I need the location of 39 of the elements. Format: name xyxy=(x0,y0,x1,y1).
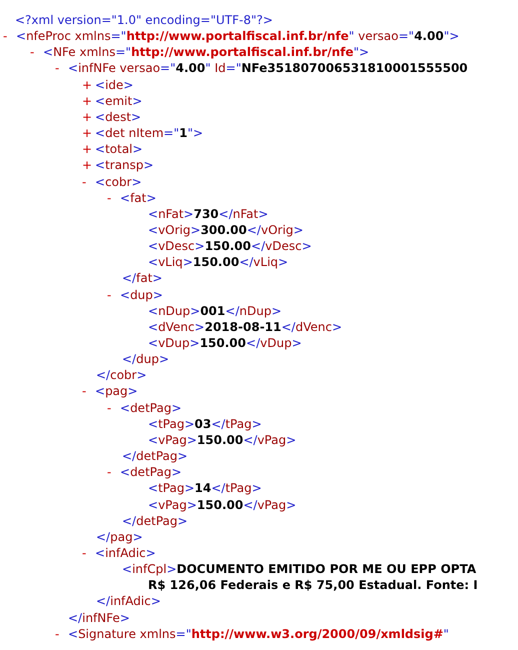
xml-line: - <fat> xyxy=(107,190,156,206)
xml-line: + <transp> xyxy=(82,158,154,174)
xml-line: <vPag>150.00</vPag> xyxy=(148,498,296,512)
xml-line: - <pag> xyxy=(82,384,138,400)
xml-line: - <detPag> xyxy=(107,465,182,480)
xml-line: </dup> xyxy=(122,352,170,368)
xml-line: - <detPag> xyxy=(107,400,182,416)
xml-line: + <emit> xyxy=(82,94,142,109)
xml-line: </cobr> xyxy=(96,368,147,384)
xml-line: + <det nItem="1"> xyxy=(82,126,204,142)
xml-line: <nDup>001</nDup> xyxy=(148,304,282,319)
xml-line: - <nfeProc xmlns="http://www.portalfiscal.inf.br/nfe" versao="4.00"> xyxy=(3,29,460,44)
xml-line: <tPag>03</tPag> xyxy=(148,416,262,432)
xml-line: + <total> xyxy=(82,142,143,158)
xml-line: R$ 126,06 Federais e R$ 75,00 Estadual. Fonte: I xyxy=(148,578,478,594)
xml-line: <vDup>150.00</vDup> xyxy=(148,336,302,351)
xml-line: <dVenc>2018-08-11</dVenc> xyxy=(148,320,342,335)
xml-line: - <infNFe versao="4.00" Id="NFe351807006531810001555500 xyxy=(55,61,468,76)
xml-line: </fat> xyxy=(122,271,162,286)
xml-line: + <dest> xyxy=(82,110,142,125)
xml-line: <tPag>14</tPag> xyxy=(148,481,262,496)
xml-line: - <cobr> xyxy=(82,174,142,190)
xml-line: </detPag> xyxy=(122,514,188,529)
xml-line: </infAdic> xyxy=(96,594,161,610)
xml-line: </infNFe> xyxy=(68,610,130,626)
xml-line: - <Signature xmlns="http://www.w3.org/2000/09/xmldsig#" xyxy=(55,626,449,642)
xml-line: - <infAdic> xyxy=(82,546,156,561)
xml-line: <vLiq>150.00</vLiq> xyxy=(148,255,288,270)
xml-line: <vOrig>300.00</vOrig> xyxy=(148,222,304,238)
xml-line: <nFat>730</nFat> xyxy=(148,206,268,222)
xml-line: <vPag>150.00</vPag> xyxy=(148,432,296,448)
xml-line: - <NFe xmlns="http://www.portalfiscal.inf.br/nfe"> xyxy=(30,45,370,60)
xml-line: <?xml version="1.0" encoding="UTF-8"?> xyxy=(15,13,273,28)
xml-line: <infCpl>DOCUMENTO EMITIDO POR ME OU EPP OPTA xyxy=(122,562,476,578)
xml-line: <vDesc>150.00</vDesc> xyxy=(148,239,312,254)
xml-line: </detPag> xyxy=(122,449,188,464)
xml-line: </pag> xyxy=(96,530,143,545)
xml-line: - <dup> xyxy=(107,288,163,303)
xml-line: + <ide> xyxy=(82,78,134,93)
